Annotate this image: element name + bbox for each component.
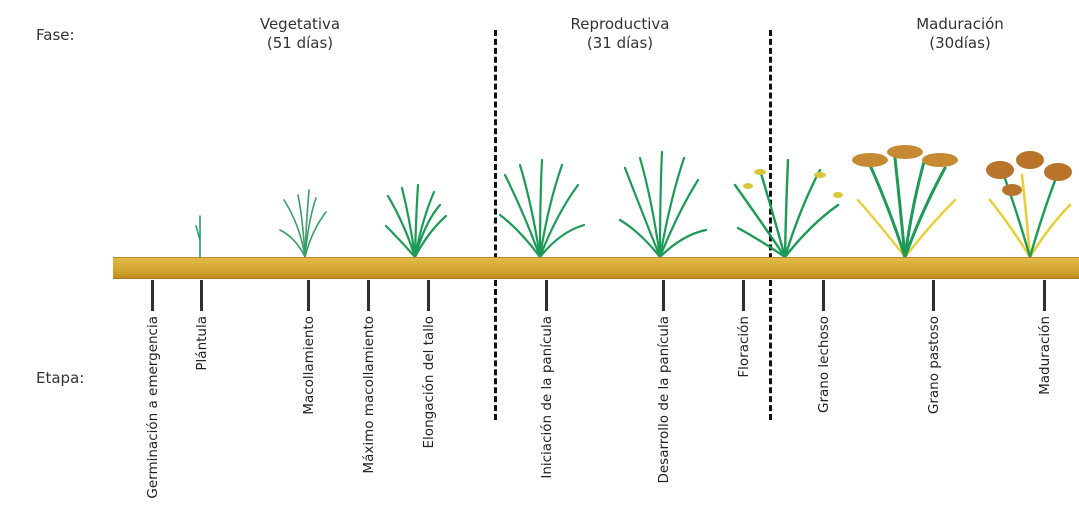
timeline-bar xyxy=(113,257,1079,279)
plant-dough-grain-icon xyxy=(852,145,958,257)
tick-seedling xyxy=(200,280,203,311)
plant-maturity-icon xyxy=(986,151,1072,257)
stage-max-tillering-label: Máximo macollamiento xyxy=(359,316,379,506)
stage-germination: Germinación a emergencia xyxy=(143,316,163,506)
plant-flowering-icon xyxy=(735,160,843,257)
tick-tillering xyxy=(307,280,310,311)
stage-maturity-label: Maduración xyxy=(1035,316,1055,506)
stage-seedling-label: Plántula xyxy=(192,316,212,506)
plant-tillering-icon xyxy=(280,190,326,257)
tick-maturity xyxy=(1043,280,1046,311)
tick-flowering xyxy=(742,280,745,311)
plant-elongation-icon xyxy=(386,185,446,257)
stage-tillering-label: Macollamiento xyxy=(299,316,319,506)
stage-dough-grain-label: Grano pastoso xyxy=(924,316,944,506)
stage-row-label: Etapa: xyxy=(36,369,84,387)
plant-panicle-init-icon xyxy=(500,160,584,257)
plant-illustrations xyxy=(0,0,1079,260)
plant-panicle-dev-icon xyxy=(620,152,706,257)
stage-maturity: Maduración xyxy=(1035,316,1055,506)
stage-seedling: Plántula xyxy=(192,316,212,506)
stage-max-tillering: Máximo macollamiento xyxy=(359,316,379,506)
stage-flowering: Floración xyxy=(734,316,754,506)
stage-panicle-development-label: Desarrollo de la panícula xyxy=(654,316,674,506)
stage-panicle-development: Desarrollo de la panícula xyxy=(654,316,674,506)
stage-stem-elongation-label: Elongación del tallo xyxy=(419,316,439,506)
stage-panicle-initiation: Iniciación de la panícula xyxy=(537,316,557,506)
tick-dough-grain xyxy=(932,280,935,311)
tick-milk-grain xyxy=(822,280,825,311)
stage-tillering: Macollamiento xyxy=(299,316,319,506)
tick-panicle-development xyxy=(662,280,665,311)
stage-flowering-label: Floración xyxy=(734,316,754,506)
plant-seedling-icon xyxy=(196,216,200,257)
stage-milk-grain-label: Grano lechoso xyxy=(814,316,834,506)
stage-stem-elongation: Elongación del tallo xyxy=(419,316,439,506)
tick-stem-elongation xyxy=(427,280,430,311)
stage-dough-grain: Grano pastoso xyxy=(924,316,944,506)
stage-panicle-initiation-label: Iniciación de la panícula xyxy=(537,316,557,506)
tick-max-tillering xyxy=(367,280,370,311)
stage-milk-grain: Grano lechoso xyxy=(814,316,834,506)
stage-germination-label: Germinación a emergencia xyxy=(143,316,163,506)
tick-germination xyxy=(151,280,154,311)
tick-panicle-initiation xyxy=(545,280,548,311)
